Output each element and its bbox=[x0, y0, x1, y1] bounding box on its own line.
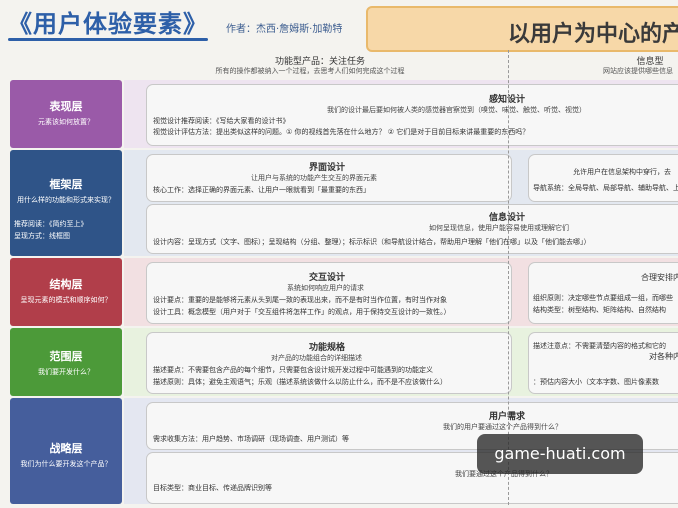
box-line: 描述要点：不需要包含产品的每个细节，只需要包含设计规开发过程中可能遇到的功能定义 bbox=[153, 366, 433, 374]
box-functional-spec: 功能规格 对产品的功能组合的详细描述 描述要点：不需要包含产品的每个细节，只需要… bbox=[146, 332, 512, 394]
layer-scope: 范围层 我们要开发什么？ bbox=[10, 328, 122, 396]
layer-strategy: 战略层 我们为什么要开发这个产品？ bbox=[10, 398, 122, 504]
box-title: 功能规格 bbox=[308, 343, 345, 353]
title-underline bbox=[8, 38, 208, 41]
box-title: 合理安排内容 bbox=[641, 273, 678, 282]
layer-title: 结构层 bbox=[49, 278, 83, 291]
layer-title: 框架层 bbox=[49, 178, 83, 191]
box-line: 核心工作：选择正确的界面元素、让用户一眼就看到「最重要的东西」 bbox=[153, 186, 370, 194]
box-line: 视觉设计推荐阅读：《写给大家看的设计书》 bbox=[153, 117, 290, 125]
box-title: 感知设计 bbox=[488, 95, 525, 105]
layer-question: 元素该如何放置？ bbox=[38, 118, 94, 126]
column-sub-functional: 所有的操作都被纳入一个过程，去思考人们如何完成这个过程 bbox=[215, 67, 405, 75]
box-sub: 我们的用户要通过这个产品得到什么？ bbox=[443, 423, 562, 431]
box-interaction-design: 交互设计 系统如何响应用户的请求 设计要点：重要的是能够将元素从头到尾一致的表现… bbox=[146, 262, 512, 324]
box-line: 允许用户在信息架构中穿行，去 bbox=[573, 168, 671, 176]
layer-question: 我们为什么要开发这个产品？ bbox=[20, 460, 112, 468]
box-line: 设计工具：概念模型（用户对于「交互组件将怎样工作」的观点，用于保持交互设计的一致… bbox=[153, 308, 451, 316]
layer-skeleton: 框架层 用什么样的功能和形式来实现？ 推荐阅读：《简约至上》 呈现方式：线框图 bbox=[10, 150, 122, 256]
box-title: 界面设计 bbox=[308, 163, 345, 173]
layer-reading: 推荐阅读：《简约至上》 bbox=[14, 220, 88, 228]
layer-format: 呈现方式：线框图 bbox=[14, 232, 70, 240]
layer-structure: 结构层 呈现元素的模式和顺序如何？ bbox=[10, 258, 122, 326]
layer-title: 范围层 bbox=[49, 350, 83, 363]
box-information-architecture: 合理安排内容 组织原则：决定哪些节点要组成一组，而哪些 结构类型：树型结构、矩阵… bbox=[528, 262, 678, 324]
column-title-info: 信息型 bbox=[636, 57, 664, 67]
column-sub-info: 网站应该提供哪些信息 bbox=[603, 67, 673, 75]
box-sub: 对产品的功能组合的详细描述 bbox=[271, 354, 362, 362]
box-sub: 我们的设计最后要如何被人类的感觉器官察觉到（嗅觉、味觉、触觉、听觉、视觉） bbox=[327, 106, 586, 114]
box-sub: 让用户与系统的功能产生交互的界面元素 bbox=[251, 174, 377, 182]
box-navigation-design: 允许用户在信息架构中穿行，去 导航系统：全局导航、局部导航、辅助导航、上 bbox=[528, 154, 678, 202]
box-line: 设计要点：重要的是能够将元素从头到尾一致的表现出来，而不是有时当作位置，有时当作… bbox=[153, 296, 447, 304]
box-line: 视觉设计评估方法：提出类似这样的问题。① 你的视线首先落在什么地方？ ② 它们是… bbox=[153, 128, 530, 136]
box-sub: 如何呈现信息，使用户能容易使用或理解它们 bbox=[429, 224, 569, 232]
box-line: 导航系统：全局导航、局部导航、辅助导航、上 bbox=[533, 184, 678, 192]
layer-title: 表现层 bbox=[49, 100, 83, 113]
box-perception: 感知设计 我们的设计最后要如何被人类的感觉器官察觉到（嗅觉、味觉、触觉、听觉、视… bbox=[146, 84, 678, 146]
box-sub: 系统如何响应用户的请求 bbox=[287, 284, 364, 292]
box-interface-design: 界面设计 让用户与系统的功能产生交互的界面元素 核心工作：选择正确的界面元素、让… bbox=[146, 154, 512, 202]
box-line: 结构类型：树型结构、矩阵结构、自然结构 bbox=[533, 306, 666, 314]
page-title: 《用户体验要素》 bbox=[8, 10, 208, 38]
box-content-requirements: 对各种内容 描述注意点：不需要清楚内容的格式和它的 ：预估内容大小（文本字数、图… bbox=[528, 332, 678, 394]
layer-question: 我们要开发什么？ bbox=[38, 368, 94, 376]
box-line: 需求收集方法：用户趋势、市场调研（现场调查、用户测试）等 bbox=[153, 435, 349, 443]
column-divider bbox=[508, 50, 510, 505]
box-line: 组织原则：决定哪些节点要组成一组，而哪些 bbox=[533, 294, 673, 302]
box-user-needs: 用户需求 我们的用户要通过这个产品得到什么？ 需求收集方法：用户趋势、市场调研（… bbox=[146, 402, 678, 450]
box-line: 描述原则：具体；避免主观语气；乐观（描述系统该做什么以防止什么，而不是不应该做什… bbox=[153, 378, 447, 386]
box-line: 描述注意点：不需要清楚内容的格式和它的 bbox=[533, 342, 666, 350]
box-sub: 我们要通过这个产品得到什么？ bbox=[455, 470, 553, 478]
layer-question: 呈现元素的模式和顺序如何？ bbox=[20, 296, 112, 304]
box-title: 对各种内容 bbox=[649, 352, 678, 361]
box-line: 设计内容：呈现方式（文字、图标）；呈现结构（分组、整理）；标示标识（和导航设计结… bbox=[153, 238, 591, 246]
box-line: ：预估内容大小（文本字数、图片像素数 bbox=[533, 378, 659, 386]
column-title-functional: 功能型产品：关注任务 bbox=[274, 57, 365, 67]
box-title: 信息设计 bbox=[488, 213, 525, 223]
box-title: 交互设计 bbox=[308, 273, 345, 283]
layer-title: 战略层 bbox=[49, 442, 83, 455]
layer-surface: 表现层 元素该如何放置？ bbox=[10, 80, 122, 148]
layer-question: 用什么样的功能和形式来实现？ bbox=[17, 196, 115, 204]
banner-text: 以用户为中心的产 bbox=[508, 22, 678, 47]
box-information-design: 信息设计 如何呈现信息，使用户能容易使用或理解它们 设计内容：呈现方式（文字、图… bbox=[146, 204, 678, 254]
box-line: 目标类型：商业目标、传递品牌识别等 bbox=[153, 484, 272, 492]
watermark-label: game-huati.com bbox=[477, 434, 643, 474]
banner: 以用户为中心的产 bbox=[366, 6, 678, 52]
box-title: 用户需求 bbox=[488, 412, 525, 422]
author-label: 作者：杰西·詹姆斯·加勒特 bbox=[226, 24, 343, 35]
